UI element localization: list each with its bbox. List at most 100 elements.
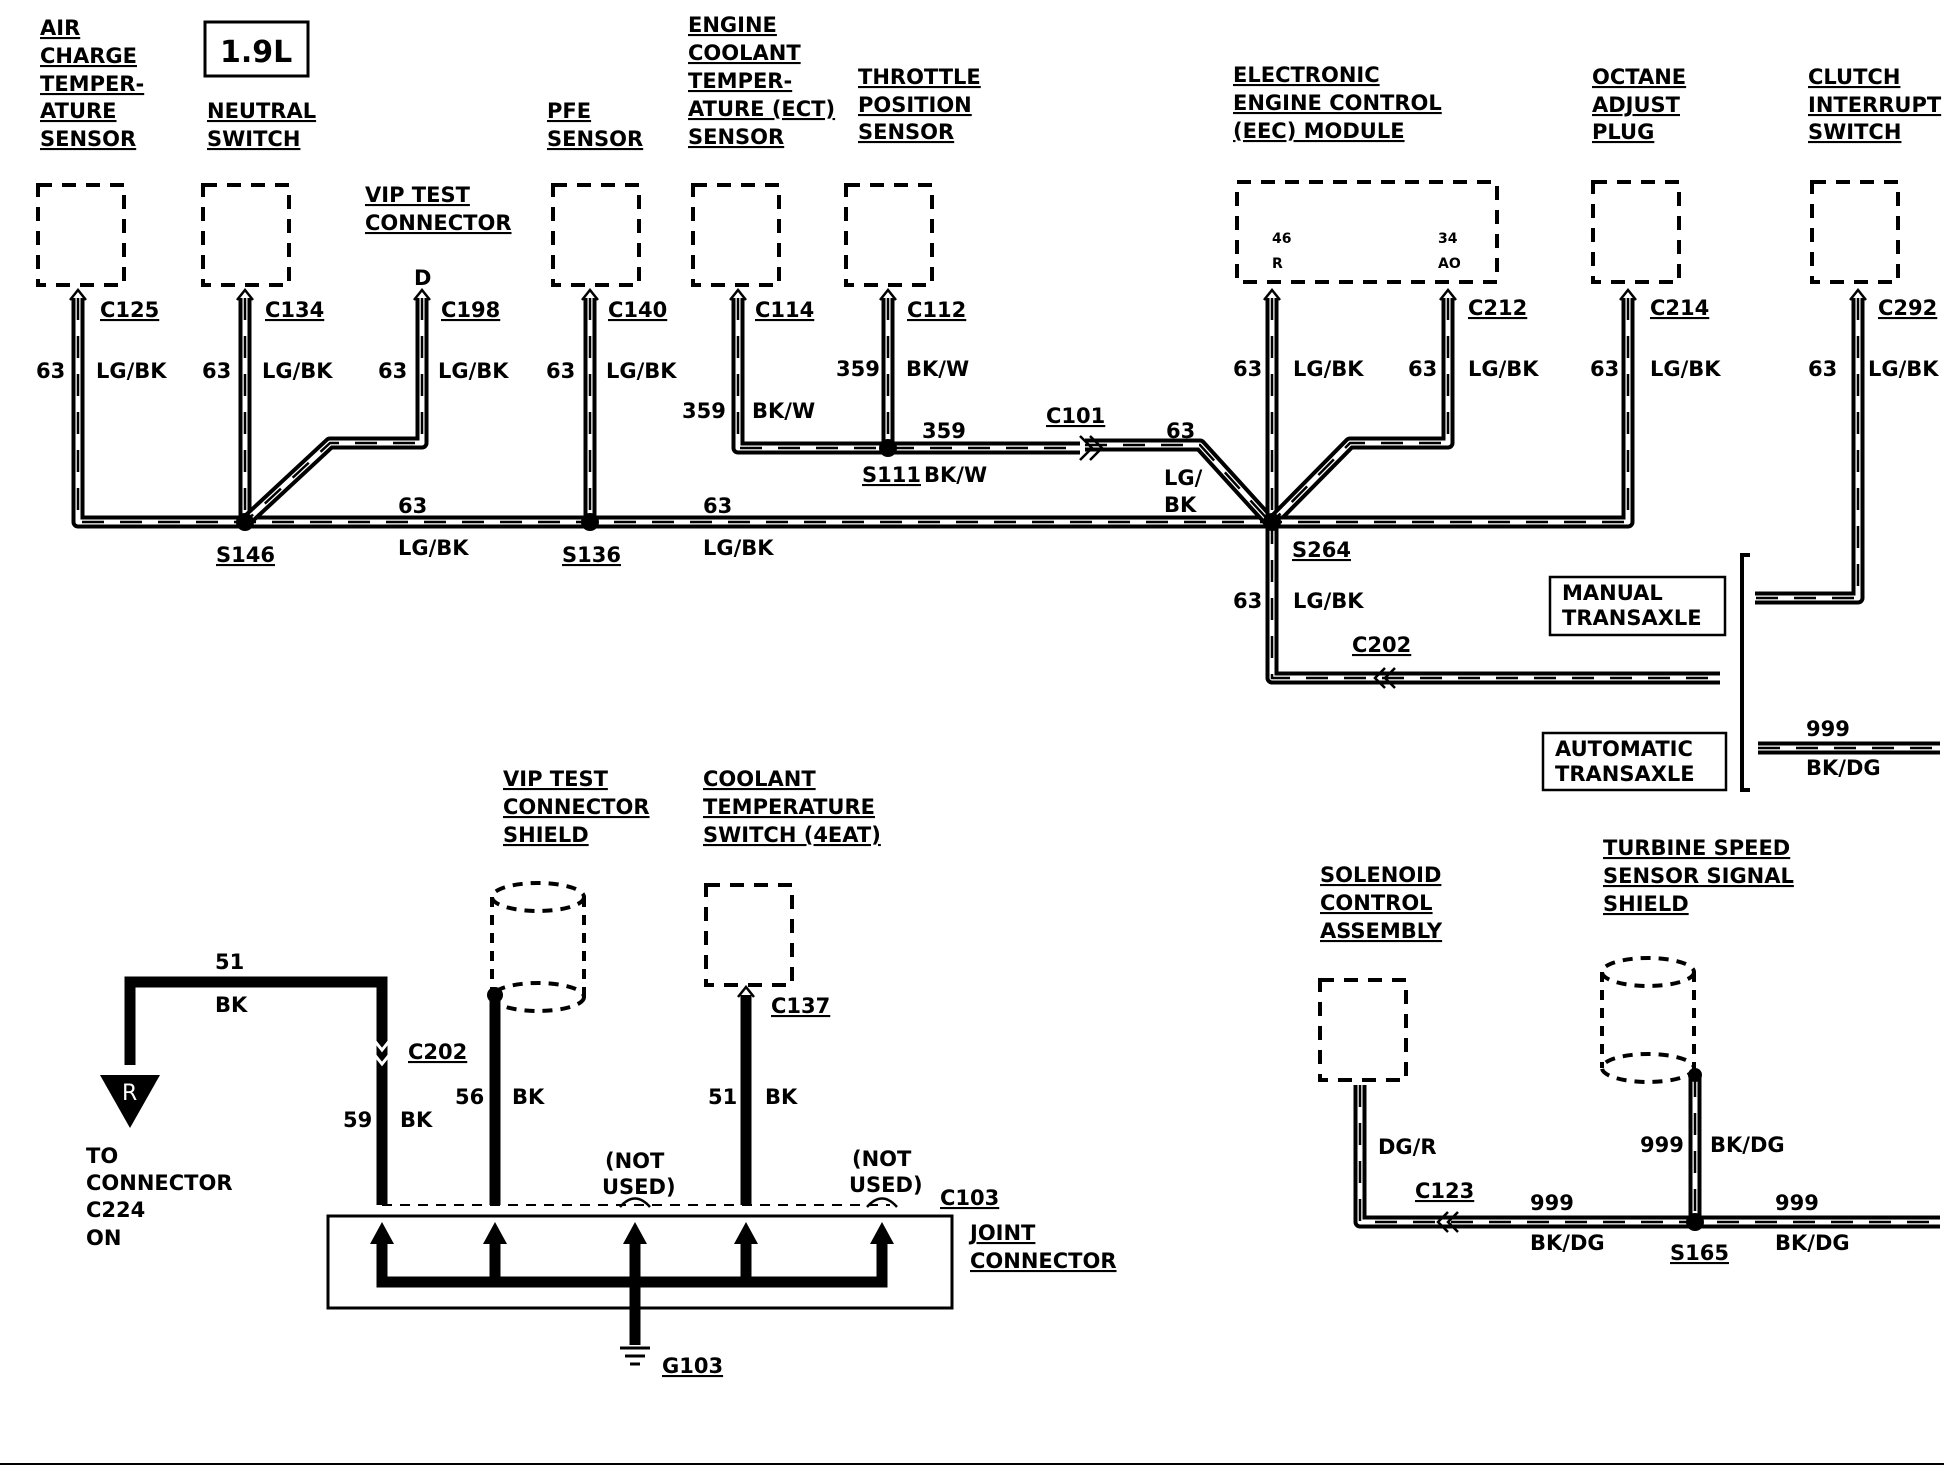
not-used-label-2: (NOT USED) — [849, 1147, 923, 1197]
svg-text:ADJUST: ADJUST — [1592, 93, 1681, 117]
svg-text:LG/BK: LG/BK — [606, 359, 677, 383]
svg-text:51: 51 — [215, 950, 244, 974]
svg-text:56: 56 — [455, 1085, 484, 1109]
svg-text:CLUTCH: CLUTCH — [1808, 65, 1900, 89]
svg-text:63: 63 — [1808, 357, 1837, 381]
svg-text:63: 63 — [398, 494, 427, 518]
not-used-label-1: (NOT USED) — [602, 1149, 676, 1199]
connector-labels-top: C125 C134 D C198 C140 C114 C112 C212 C21… — [100, 266, 1937, 657]
vip-test-connector-label: VIP TEST CONNECTOR — [365, 183, 512, 235]
svg-text:ENGINE CONTROL: ENGINE CONTROL — [1233, 91, 1442, 115]
turbine-shield-cylinder — [1600, 956, 1696, 1084]
svg-text:ATURE: ATURE — [40, 99, 117, 123]
svg-text:BK: BK — [215, 993, 248, 1017]
svg-text:LG/BK: LG/BK — [262, 359, 333, 383]
neutral-switch-label: NEUTRAL SWITCH — [207, 99, 316, 151]
svg-text:VIP TEST: VIP TEST — [503, 767, 609, 791]
svg-text:LG/BK: LG/BK — [1468, 357, 1539, 381]
svg-text:999: 999 — [1530, 1191, 1574, 1215]
svg-text:BK/DG: BK/DG — [1775, 1231, 1850, 1255]
automatic-transaxle-box — [1541, 731, 1728, 792]
to-connector-arrow — [100, 1075, 160, 1128]
pfe-sensor-label: PFE SENSOR — [547, 99, 643, 151]
clutch-interrupt-switch-box — [1810, 180, 1900, 284]
svg-text:USED): USED) — [602, 1175, 676, 1199]
svg-text:63: 63 — [202, 359, 231, 383]
svg-text:999: 999 — [1640, 1133, 1684, 1157]
svg-text:BK: BK — [765, 1085, 798, 1109]
svg-text:SENSOR: SENSOR — [547, 127, 643, 151]
svg-text:MANUAL: MANUAL — [1562, 581, 1663, 605]
svg-text:SWITCH: SWITCH — [1808, 120, 1901, 144]
svg-text:S146: S146 — [216, 543, 275, 567]
svg-text:CONNECTOR: CONNECTOR — [970, 1249, 1117, 1273]
svg-text:LG/: LG/ — [1164, 466, 1203, 490]
svg-text:C214: C214 — [1650, 296, 1709, 320]
solenoid-control-box — [1318, 978, 1408, 1082]
svg-text:AUTOMATIC: AUTOMATIC — [1555, 737, 1693, 761]
svg-text:SWITCH (4EAT): SWITCH (4EAT) — [703, 823, 881, 847]
svg-text:BK/W: BK/W — [906, 357, 969, 381]
svg-text:TRANSAXLE: TRANSAXLE — [1562, 606, 1702, 630]
svg-text:(NOT: (NOT — [852, 1147, 912, 1171]
svg-text:LG/BK: LG/BK — [703, 536, 774, 560]
connector-labels-bottom-left: C202 C137 C103 G103 — [408, 994, 999, 1378]
svg-text:ON: ON — [86, 1226, 121, 1250]
svg-text:BK: BK — [400, 1108, 433, 1132]
svg-text:C202: C202 — [408, 1040, 467, 1064]
svg-text:999: 999 — [1806, 717, 1850, 741]
svg-text:BK: BK — [512, 1085, 545, 1109]
svg-text:999: 999 — [1775, 1191, 1819, 1215]
bkw-wires — [731, 298, 1080, 455]
svg-text:63: 63 — [1166, 419, 1195, 443]
svg-text:TEMPER-: TEMPER- — [40, 72, 144, 96]
svg-text:51: 51 — [708, 1085, 737, 1109]
joint-connector-bus — [370, 1222, 894, 1345]
svg-text:63: 63 — [1233, 589, 1262, 613]
coolant-temp-switch-box — [704, 883, 794, 987]
svg-text:C112: C112 — [907, 298, 966, 322]
not-used-pin-1 — [619, 1197, 651, 1208]
neutral-switch-box — [201, 183, 291, 287]
svg-text:OCTANE: OCTANE — [1592, 65, 1686, 89]
svg-text:63: 63 — [1408, 357, 1437, 381]
svg-text:BK/W: BK/W — [924, 463, 987, 487]
svg-text:ELECTRONIC: ELECTRONIC — [1233, 63, 1380, 87]
ect-sensor-label: ENGINE COOLANT TEMPER- ATURE (ECT) SENSO… — [688, 13, 835, 149]
svg-text:63: 63 — [546, 359, 575, 383]
svg-text:BK/DG: BK/DG — [1710, 1133, 1785, 1157]
svg-text:C202: C202 — [1352, 633, 1411, 657]
svg-text:COOLANT: COOLANT — [703, 767, 816, 791]
transaxle-bracket — [1740, 553, 1750, 792]
splice-s146 — [236, 513, 254, 531]
svg-text:TO: TO — [86, 1144, 118, 1168]
svg-text:SOLENOID: SOLENOID — [1320, 863, 1441, 887]
svg-text:63: 63 — [1233, 357, 1262, 381]
svg-text:C134: C134 — [265, 298, 324, 322]
svg-text:LG/BK: LG/BK — [1868, 357, 1939, 381]
bkdg-wires-bottom — [1353, 1075, 1940, 1229]
svg-text:NEUTRAL: NEUTRAL — [207, 99, 316, 123]
eec-pin-34-color: AO — [1438, 256, 1461, 272]
automatic-transaxle-label: AUTOMATIC TRANSAXLE — [1555, 737, 1695, 786]
svg-text:G103: G103 — [662, 1354, 723, 1378]
engine-badge-box — [203, 20, 310, 78]
svg-text:BK/W: BK/W — [752, 399, 815, 423]
svg-text:C292: C292 — [1878, 296, 1937, 320]
svg-text:BK/DG: BK/DG — [1530, 1231, 1605, 1255]
svg-text:DG/R: DG/R — [1378, 1135, 1437, 1159]
c101-connector-symbol — [1079, 435, 1104, 461]
svg-text:SENSOR: SENSOR — [688, 125, 784, 149]
svg-text:S264: S264 — [1292, 538, 1351, 562]
svg-text:C125: C125 — [100, 298, 159, 322]
coolant-temp-switch-label: COOLANT TEMPERATURE SWITCH (4EAT) — [703, 767, 881, 847]
splice-s111 — [879, 439, 897, 457]
throttle-position-sensor-box — [844, 183, 934, 287]
manual-transaxle-box — [1548, 575, 1727, 637]
octane-adjust-plug-box — [1591, 180, 1681, 284]
svg-text:LG/BK: LG/BK — [1293, 357, 1364, 381]
svg-text:C137: C137 — [771, 994, 830, 1018]
svg-text:C198: C198 — [441, 298, 500, 322]
eec-module-label: ELECTRONIC ENGINE CONTROL (EEC) MODULE — [1233, 63, 1442, 143]
